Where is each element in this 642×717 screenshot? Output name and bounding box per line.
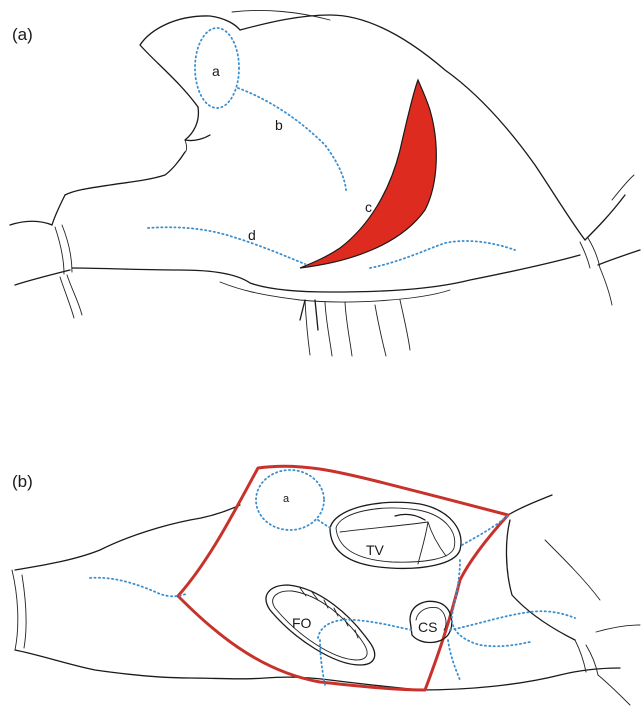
panel-b-line-cs-right	[450, 611, 575, 630]
panel-b-region-a-outline	[256, 470, 324, 530]
panel-a-line-d-right	[370, 241, 515, 268]
panel-a-label: (a)	[12, 25, 33, 44]
panel-b-label-fo: FO	[292, 615, 312, 631]
panel-b-line-left	[90, 578, 186, 597]
panel-a-label-d: d	[248, 227, 256, 243]
panel-a-label-c: c	[365, 199, 372, 215]
panel-b-tricuspid-valve	[330, 502, 461, 568]
panel-b-line-cs-lower	[448, 640, 460, 680]
panel-a-line-d	[148, 227, 305, 264]
panel-a-label-b: b	[275, 117, 283, 133]
panel-b-label-tv: TV	[366, 542, 385, 558]
panel-b-label-cs: CS	[418, 619, 437, 635]
panel-b-line-ta	[318, 520, 332, 528]
panel-a-label-a: a	[212, 63, 220, 79]
panel-b-label-a: a	[283, 493, 290, 505]
panel-b-label: (b)	[12, 472, 33, 491]
panel-b-body-outline	[12, 495, 640, 705]
panel-a-line-b	[238, 88, 346, 190]
panel-b: (b)	[12, 466, 640, 705]
panel-a: (a)	[10, 10, 640, 356]
panel-a-red-region	[300, 80, 436, 268]
panel-a-atrium-outline	[10, 10, 640, 356]
